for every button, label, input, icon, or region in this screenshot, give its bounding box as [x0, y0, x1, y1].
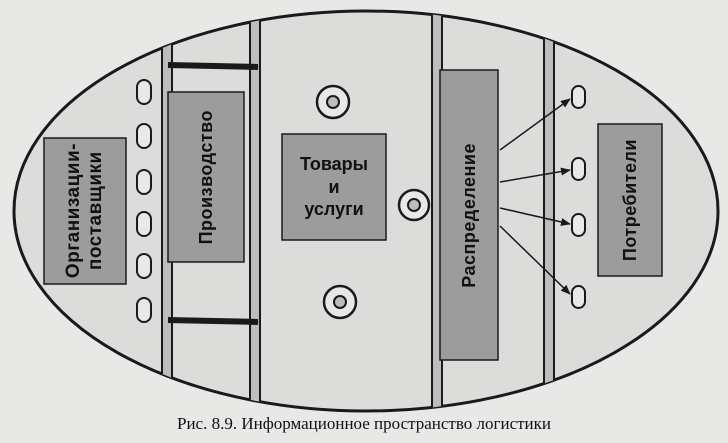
production-label-text: Производство [195, 109, 216, 245]
divider-wall-2 [249, 11, 261, 411]
distribution-label-text: Распределение [458, 142, 479, 288]
capsule-2 [136, 123, 152, 149]
supplier-links [136, 79, 152, 323]
suppliers-label-text: Организации- поставщики [63, 143, 106, 279]
ring-bottom [322, 284, 358, 320]
suppliers-label: Организации- поставщики [44, 138, 126, 284]
consumer-links [571, 85, 586, 309]
figure-caption: Рис. 8.9. Информационное пространство ло… [176, 414, 552, 433]
block-production [167, 91, 245, 263]
flow-arrow-top [167, 62, 259, 71]
dist-arrow-3 [499, 207, 571, 226]
ring-middle [397, 188, 431, 222]
block-goods [281, 133, 387, 241]
capsule-1 [136, 79, 152, 105]
block-distribution [439, 69, 499, 361]
divider-wall-4 [543, 11, 555, 411]
consumer-capsule-2 [571, 157, 586, 181]
ring-top [315, 84, 351, 120]
flow-arrow-bottom [167, 317, 259, 326]
capsule-3 [136, 169, 152, 195]
block-consumers [597, 123, 663, 277]
capsule-4 [136, 211, 152, 237]
block-suppliers [43, 137, 127, 285]
consumers-label: Потребители [598, 124, 662, 276]
distribution-arrows [499, 98, 571, 295]
distribution-label: Распределение [440, 70, 498, 360]
consumers-label-text: Потребители [619, 138, 640, 262]
dist-arrow-4 [499, 225, 571, 295]
goods-label: Товары и услуги [299, 154, 369, 220]
production-label: Производство [168, 92, 244, 262]
consumer-capsule-1 [571, 85, 586, 109]
consumer-capsule-3 [571, 213, 586, 237]
capsule-6 [136, 297, 152, 323]
dist-arrow-1 [499, 98, 571, 151]
dist-arrow-2 [499, 167, 571, 183]
capsule-5 [136, 253, 152, 279]
consumer-capsule-4 [571, 285, 586, 309]
